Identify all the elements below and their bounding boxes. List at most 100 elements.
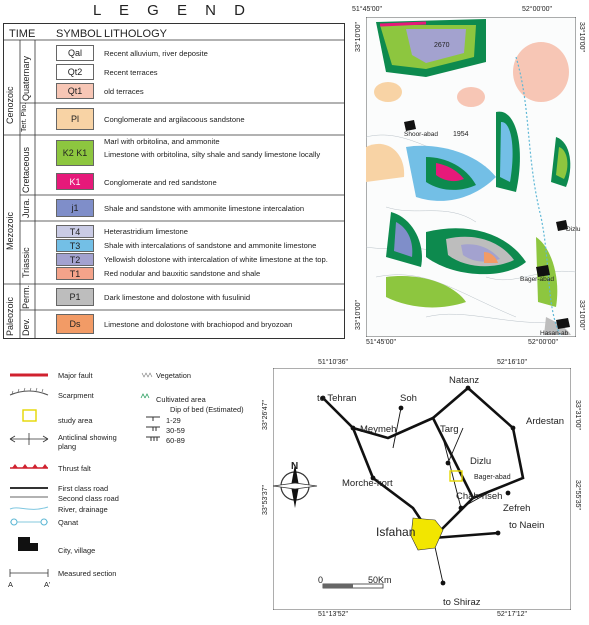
lith-pl: Conglomerate and argilacoous sandstone — [104, 115, 245, 124]
key-major-fault: Major fault — [58, 371, 93, 380]
city-chah-riseh: Chah-riseh — [456, 491, 503, 502]
period-quaternary: Quaternary — [21, 55, 31, 101]
swatch-k2-k1: K2 K1 — [56, 140, 94, 166]
location-map — [273, 368, 571, 610]
key-scarpment: Scarpment — [58, 391, 94, 400]
key-study-area: study area — [58, 416, 93, 425]
period-cretaceous: Cretaceous — [21, 146, 31, 193]
village-bager-abad: Bager-abad — [520, 276, 554, 283]
header-lithology: LITHOLOGY — [104, 28, 167, 40]
key-city: City, village — [58, 546, 96, 555]
peak-elevation: 2670 — [434, 42, 450, 49]
geological-map — [366, 17, 576, 337]
loc-coord-bottom-1: 51°13'52" — [318, 611, 348, 618]
city-dizlu: Dizlu — [470, 456, 492, 467]
village-shoor-abad: Shoor-abad — [404, 131, 438, 138]
loc-coord-right-1: 33°31'00" — [574, 400, 581, 430]
city-natanz: Natanz — [449, 375, 480, 386]
legend-table — [3, 23, 345, 339]
header-time: TIME — [9, 28, 36, 40]
period-tert-plio: Tert. Plio. — [21, 102, 28, 132]
period-perm: Perm. — [21, 284, 31, 309]
key-dip-3: 60-89 — [166, 436, 185, 445]
city-isfahan: Isfahan — [376, 525, 416, 539]
loc-coord-bottom-2: 52°17'12" — [497, 611, 527, 618]
period-jura: Jura. — [21, 197, 31, 218]
lith-p1: Dark limestone and dolostone with fusuli… — [104, 293, 251, 302]
city-shiraz: to Shiraz — [443, 597, 481, 608]
era-paleozoic: Paleozoic — [5, 296, 15, 336]
lith-t2: Yellowish dolostone with intercalation o… — [104, 255, 328, 264]
swatch-label: Qal — [67, 48, 82, 58]
north-arrow-label: N — [291, 461, 299, 472]
header-symbol: SYMBOL — [56, 28, 102, 40]
loc-coord-left-2: 33°53'37" — [262, 485, 269, 515]
city-tehran: to Tehran — [317, 393, 357, 404]
loc-coord-top-1: 51°10'36" — [318, 359, 348, 366]
swatch-pl: Pl — [56, 108, 94, 130]
scale-50km: 50Km — [368, 575, 392, 585]
elevation-label: 1954 — [453, 131, 469, 138]
geo-coord-bottom-left: 51°45'00" — [366, 339, 396, 346]
swatch-p1: P1 — [56, 288, 94, 306]
swatch-label: Ds — [69, 319, 81, 329]
swatch-qt2: Qt2 — [56, 64, 94, 80]
swatch-label: T2 — [69, 254, 81, 265]
swatch-t1: T1 — [56, 267, 94, 280]
lith-ds: Limestone and dolostone with brachiopod … — [104, 320, 293, 329]
lith-k1-limestone: Limestone with orbitolina, silty shale a… — [104, 150, 321, 159]
swatch-label: T4 — [69, 226, 81, 237]
period-triassic: Triassic — [21, 247, 31, 278]
lith-k2: Marl with orbitolina, and ammonite — [104, 137, 220, 146]
geo-coord-left-bottom: 33°10'00" — [355, 300, 362, 330]
geo-coord-right-top: 33°10'00" — [578, 22, 585, 52]
key-dip-1: 1-29 — [166, 416, 181, 425]
loc-coord-right-2: 32°55'35" — [574, 480, 581, 510]
era-mezozoic: Mezozoic — [5, 211, 15, 250]
lith-qal: Recent alluvium, river deposite — [104, 49, 208, 58]
swatch-label: Pl — [70, 114, 79, 124]
lith-t3: Shale with intercalations of sandstone a… — [104, 241, 317, 250]
key-second-road: Second class road — [58, 494, 119, 503]
swatch-label: T1 — [69, 268, 81, 279]
lith-t4: Heterastridium limestone — [104, 227, 188, 236]
key-section-a: A — [8, 580, 13, 589]
swatch-t3: T3 — [56, 239, 94, 252]
key-first-road: First class road — [58, 484, 109, 493]
key-dip: Dip of bed (Estimated) — [170, 405, 244, 414]
swatch-label: P1 — [69, 292, 81, 302]
key-anticlinal: Anticlinal showing plang — [58, 433, 117, 451]
scale-zero: 0 — [318, 575, 324, 585]
swatch-qt1: Qt1 — [56, 83, 94, 99]
village-dizlu: Dizlu — [566, 226, 581, 233]
key-river: River, drainage — [58, 505, 108, 514]
swatch-label: Qt1 — [67, 86, 83, 96]
swatch-t4: T4 — [56, 225, 94, 238]
swatch-t2: T2 — [56, 253, 94, 266]
lith-qt2: Recent terraces — [104, 68, 158, 77]
era-cenozoic: Cenozoic — [5, 86, 15, 124]
lith-t1: Red nodular and bauxitic sandstone and s… — [104, 269, 261, 278]
key-dip-2: 30-59 — [166, 426, 185, 435]
city-naein: to Naein — [509, 520, 545, 531]
city-meymeh: Meymeh — [360, 424, 397, 435]
swatch-label: K2 K1 — [62, 148, 88, 158]
key-section-a2: A' — [44, 580, 51, 589]
city-bager-abad: Bager-abad — [474, 474, 511, 481]
swatch-label: T3 — [69, 240, 81, 251]
village-hasan-abad: Hasan-ab — [540, 330, 569, 337]
key-thrust: Thrust falt — [58, 464, 91, 473]
period-dev: Dev. — [21, 318, 31, 336]
loc-coord-left-1: 33°26'47" — [262, 400, 269, 430]
key-section: Measured section — [58, 569, 117, 578]
geo-coord-bottom-right: 52°00'00" — [528, 339, 558, 346]
city-targ: Targ — [440, 424, 459, 435]
swatch-j1: j1 — [56, 199, 94, 217]
geo-coord-top-right: 52°00'00" — [522, 6, 552, 13]
loc-coord-top-2: 52°16'10" — [497, 359, 527, 366]
geo-coord-left-top: 33°10'00" — [355, 22, 362, 52]
lith-j1: Shale and sandstone with ammonite limest… — [104, 204, 305, 213]
key-cultivated: Cultivated area — [156, 395, 206, 404]
swatch-label: j1 — [71, 203, 79, 213]
lith-k1: Conglomerate and red sandstone — [104, 178, 217, 187]
